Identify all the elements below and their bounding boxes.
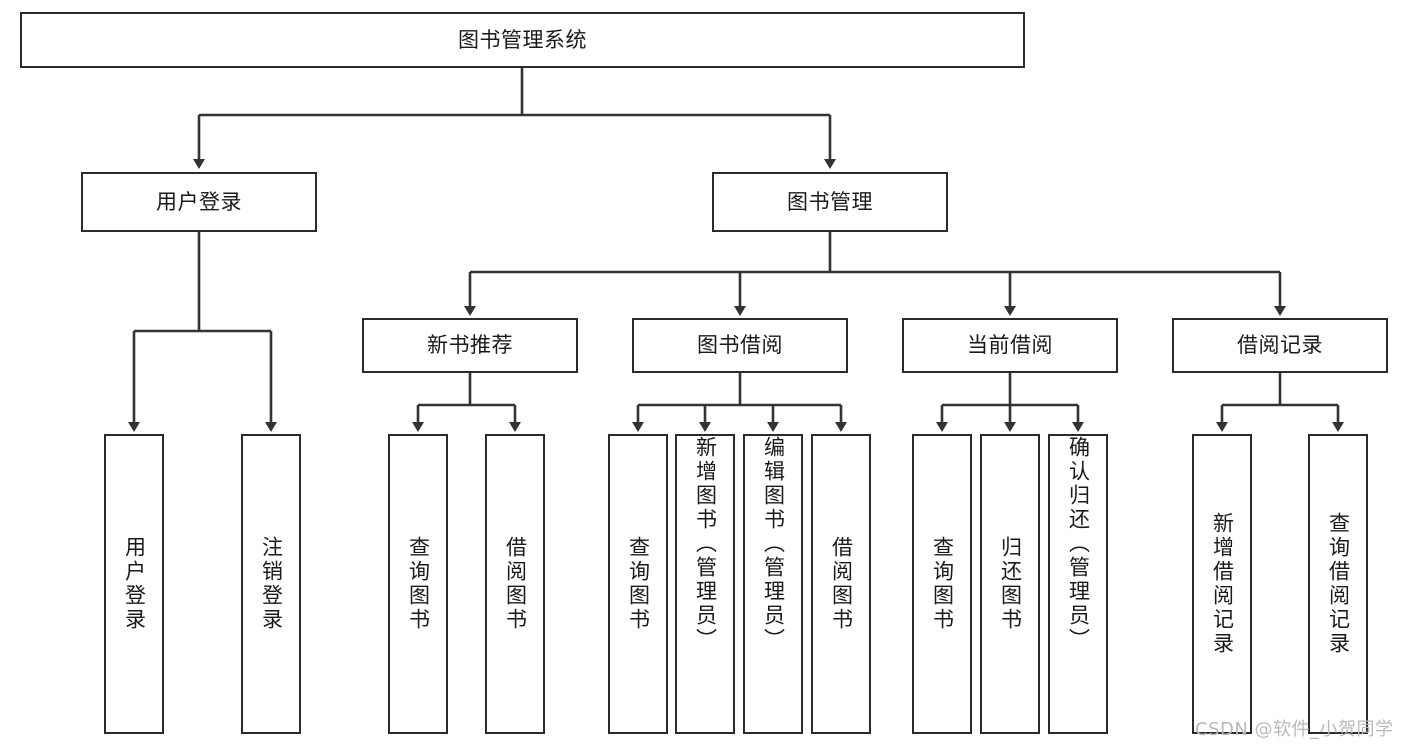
node-leaf-add-record[interactable]: 新增借阅记录 <box>1192 434 1252 734</box>
node-leaf-logout[interactable]: 注销登录 <box>241 434 301 734</box>
node-leaf-confirm-return-label: 确认归还（管理员） <box>1066 436 1091 652</box>
node-leaf-query-book-3-label: 查询图书 <box>930 536 955 632</box>
node-root-label: 图书管理系统 <box>458 27 587 52</box>
node-leaf-user-login-label: 用户登录 <box>122 536 147 632</box>
node-leaf-logout-label: 注销登录 <box>259 536 284 632</box>
node-user-login-label: 用户登录 <box>156 189 242 214</box>
node-leaf-add-book-label: 新增图书（管理员） <box>693 436 718 652</box>
node-user-login[interactable]: 用户登录 <box>81 172 317 232</box>
node-leaf-query-book-3[interactable]: 查询图书 <box>912 434 972 734</box>
node-leaf-confirm-return[interactable]: 确认归还（管理员） <box>1048 434 1108 734</box>
node-book-manage[interactable]: 图书管理 <box>712 172 948 232</box>
node-leaf-query-book-2-label: 查询图书 <box>626 536 651 632</box>
node-leaf-borrow-book-1[interactable]: 借阅图书 <box>485 434 545 734</box>
node-borrow-record[interactable]: 借阅记录 <box>1172 318 1388 373</box>
node-book-borrow[interactable]: 图书借阅 <box>632 318 848 373</box>
node-leaf-user-login[interactable]: 用户登录 <box>104 434 164 734</box>
node-leaf-query-record[interactable]: 查询借阅记录 <box>1308 434 1368 734</box>
node-current-borrow-label: 当前借阅 <box>967 333 1053 358</box>
node-leaf-borrow-book-2-label: 借阅图书 <box>829 536 854 632</box>
node-book-manage-label: 图书管理 <box>787 189 873 214</box>
node-leaf-edit-book[interactable]: 编辑图书（管理员） <box>743 434 803 734</box>
node-leaf-query-record-label: 查询借阅记录 <box>1326 512 1351 656</box>
node-new-book-rec-label: 新书推荐 <box>427 333 513 358</box>
node-leaf-query-book-2[interactable]: 查询图书 <box>608 434 668 734</box>
node-book-borrow-label: 图书借阅 <box>697 333 783 358</box>
node-leaf-borrow-book-2[interactable]: 借阅图书 <box>811 434 871 734</box>
node-leaf-add-book[interactable]: 新增图书（管理员） <box>675 434 735 734</box>
node-leaf-return-book-label: 归还图书 <box>998 536 1023 632</box>
node-current-borrow[interactable]: 当前借阅 <box>902 318 1118 373</box>
node-root[interactable]: 图书管理系统 <box>20 12 1025 68</box>
node-leaf-query-book-1-label: 查询图书 <box>406 536 431 632</box>
node-borrow-record-label: 借阅记录 <box>1237 333 1323 358</box>
node-leaf-borrow-book-1-label: 借阅图书 <box>503 536 528 632</box>
watermark: CSDN @软件_小贺同学 <box>1195 719 1394 740</box>
node-new-book-rec[interactable]: 新书推荐 <box>362 318 578 373</box>
node-leaf-query-book-1[interactable]: 查询图书 <box>388 434 448 734</box>
node-leaf-return-book[interactable]: 归还图书 <box>980 434 1040 734</box>
node-leaf-edit-book-label: 编辑图书（管理员） <box>761 436 786 652</box>
node-leaf-add-record-label: 新增借阅记录 <box>1210 512 1235 656</box>
